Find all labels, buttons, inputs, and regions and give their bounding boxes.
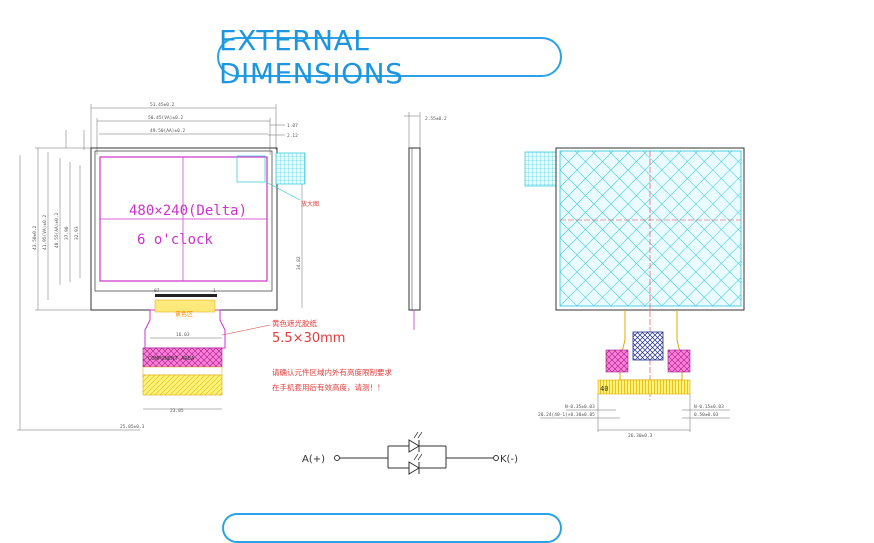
- corner-leader-line: [265, 181, 301, 201]
- back-dim-width: 26.30±0.3: [628, 433, 653, 439]
- back-dimension-lines: [540, 394, 730, 432]
- corner-magnified-grid: [275, 152, 306, 185]
- warning-line-1: 请确认元件区域内外有高度限制要求: [272, 367, 392, 377]
- dim-top-va: 50.45(VA)±0.2: [148, 115, 184, 121]
- anode-label: A(+): [302, 454, 325, 465]
- glass-outline: [94, 150, 273, 292]
- back-pad-right: [667, 349, 691, 373]
- pin-last-label: 1: [213, 288, 216, 294]
- fpc-label: 黄色区: [175, 310, 193, 318]
- top-dimension-lines: [90, 104, 285, 155]
- front-view: 51.45±0.2 50.45(VA)±0.2 49.50(AA)±0.2 1.…: [17, 102, 392, 431]
- anode-terminal: [334, 455, 340, 461]
- fpc-yellow-area: [154, 299, 216, 313]
- cathode-label: K(-): [500, 454, 518, 465]
- led-2-icon: [408, 453, 423, 475]
- fpc-gap: [142, 366, 223, 376]
- back-pad-left: [605, 349, 629, 373]
- dim-top-outer: 51.45±0.2: [150, 102, 175, 108]
- technical-drawing: 51.45±0.2 50.45(VA)±0.2 49.50(AA)±0.2 1.…: [17, 102, 745, 475]
- corner-note: 放大图: [301, 200, 319, 208]
- tape-note: 黄色遮光胶纸: [272, 318, 317, 328]
- next-section-frame: [222, 513, 562, 543]
- tape-leader: [221, 324, 271, 336]
- cathode-terminal: [493, 455, 499, 461]
- dim-left-4: 37.90: [64, 226, 70, 240]
- viewing-direction-label: 6 o'clock: [137, 232, 213, 248]
- back-dim-3: N-0.15±0.03: [694, 404, 724, 410]
- dim-left-2: 41.95(VA)±0.2: [42, 214, 48, 250]
- dim-left-5: 32.93: [74, 226, 80, 240]
- section-title-frame: EXTERNAL DIMENSIONS: [217, 24, 562, 90]
- dim-fpc-width: 16.03: [176, 332, 190, 338]
- fpc-tail: [144, 309, 226, 349]
- pin-bar: [155, 294, 217, 297]
- dim-right-1: 1.07: [287, 123, 298, 129]
- back-pin-count: 40: [600, 385, 608, 393]
- dim-bottom-large: 25.05±0.3: [120, 424, 145, 430]
- side-view: 2.55±0.2: [404, 112, 447, 330]
- dim-right-vertical: 34.82: [296, 256, 302, 270]
- warning-line-2: 在手机套用后有效高度，请测！！: [272, 382, 385, 392]
- pin-first-label: 07: [154, 288, 160, 294]
- back-ic-area: [632, 331, 664, 361]
- circuit-wires: [340, 445, 493, 469]
- dim-right-2: 2.12: [287, 133, 298, 139]
- tape-size: 5.5×30mm: [272, 331, 345, 346]
- led-1-icon: [408, 431, 423, 453]
- back-corner-grid: [524, 151, 557, 187]
- component-area-label: COMPONENT AREA: [148, 356, 195, 362]
- fpc-stiffener: [142, 374, 223, 396]
- resolution-label: 480×240(Delta): [129, 203, 247, 219]
- side-thickness-dim: 2.55±0.2: [425, 116, 447, 122]
- section-title: EXTERNAL DIMENSIONS: [219, 24, 404, 90]
- left-dimension-lines: [17, 130, 140, 431]
- back-dim-2: 20.24(40-1)×0.30±0.05: [538, 412, 595, 418]
- back-dim-1: N-0.35±0.03: [565, 404, 595, 410]
- dim-stiffener: 23.05: [170, 408, 184, 414]
- dim-left-1: 43.50±0.2: [32, 225, 38, 250]
- back-dim-4: 0.50±0.03: [694, 412, 719, 418]
- backlight-mesh: [559, 150, 742, 307]
- back-pin-row: [597, 379, 691, 395]
- dim-top-aa: 49.50(AA)±0.2: [150, 128, 186, 134]
- corner-region-outline: [236, 155, 266, 183]
- backlight-circuit: A(+) K(-): [302, 431, 518, 475]
- side-profile: [408, 147, 421, 311]
- dim-left-3: 40.55(AA)±0.2: [54, 212, 60, 248]
- back-view: 40 N-0.35±0.03 20.24(40-1)×0.30±0.05 N-0…: [524, 147, 745, 439]
